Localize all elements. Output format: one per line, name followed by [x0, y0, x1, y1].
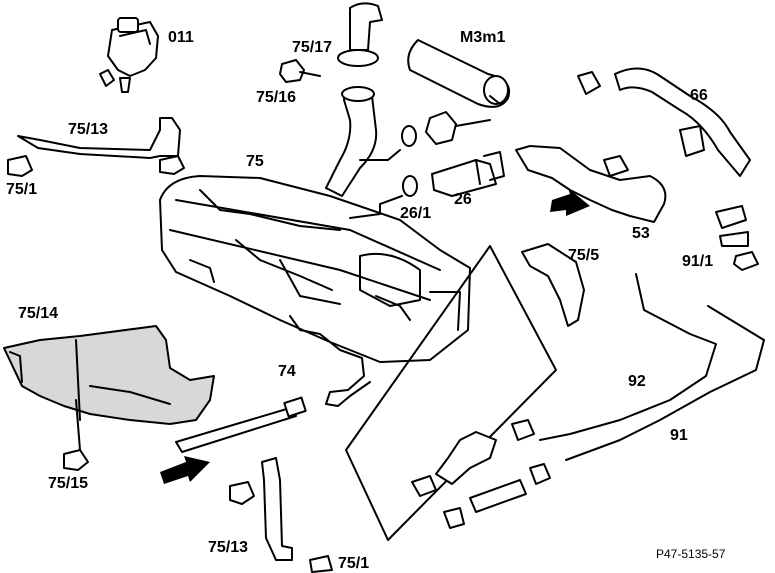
label-75-5: 75/5 — [568, 247, 600, 264]
label-26: 26 — [454, 191, 472, 208]
label-91: 91 — [670, 427, 688, 444]
label-75-14: 75/14 — [18, 305, 59, 322]
label-011: 011 — [168, 29, 194, 46]
filler-neck-hose — [325, 86, 378, 197]
label-53: 53 — [632, 225, 650, 242]
label-75-13-bottom: 75/13 — [208, 539, 249, 556]
inset-hose-parts — [411, 419, 551, 529]
part-75-17-hose — [337, 2, 383, 67]
part-75-1-nut-bottom — [229, 481, 333, 573]
label-75-17: 75/17 — [292, 39, 333, 56]
part-75-5-heat-shield — [521, 243, 585, 327]
label-75-15: 75/15 — [48, 475, 89, 492]
part-92-pipe — [539, 273, 717, 441]
part-91-1-clip — [715, 205, 759, 271]
part-26-valve — [425, 111, 505, 197]
part-53-hose — [515, 71, 667, 223]
part-75-15-bolt — [63, 399, 89, 471]
label-75-1-bottom: 75/1 — [338, 555, 370, 572]
part-m3m1-fuel-pump — [407, 39, 510, 108]
arrow-icon — [160, 456, 210, 484]
part-75-14-underbody-shield — [3, 325, 215, 425]
part-75-13-pipe-bottom — [261, 457, 293, 561]
part-74-hose — [289, 315, 371, 407]
label-26-1: 26/1 — [400, 205, 432, 222]
label-75-13-top: 75/13 — [68, 121, 109, 138]
inset-frame — [345, 245, 557, 541]
part-66-hose — [614, 67, 751, 177]
part-75-16-screw — [279, 59, 321, 83]
label-91-1: 91/1 — [682, 253, 714, 270]
label-92: 92 — [628, 373, 646, 390]
arrow-icon — [550, 188, 590, 216]
label-75: 75 — [246, 153, 264, 170]
label-66: 66 — [690, 87, 708, 104]
part-75-1-nut-top — [7, 155, 185, 177]
part-91-pipe — [565, 305, 765, 461]
part-75-13-pipe-top — [17, 117, 181, 159]
label-m3m1: M3m1 — [460, 29, 506, 46]
filler-rod — [175, 396, 307, 453]
part-75-fuel-tank — [159, 175, 471, 363]
part-26-1-seal-rings — [349, 125, 418, 219]
label-74: 74 — [278, 363, 296, 380]
label-75-1-top: 75/1 — [6, 181, 38, 198]
label-75-16: 75/16 — [256, 89, 297, 106]
part-011-bracket — [99, 17, 159, 93]
reference-code: P47-5135-57 — [656, 547, 726, 561]
